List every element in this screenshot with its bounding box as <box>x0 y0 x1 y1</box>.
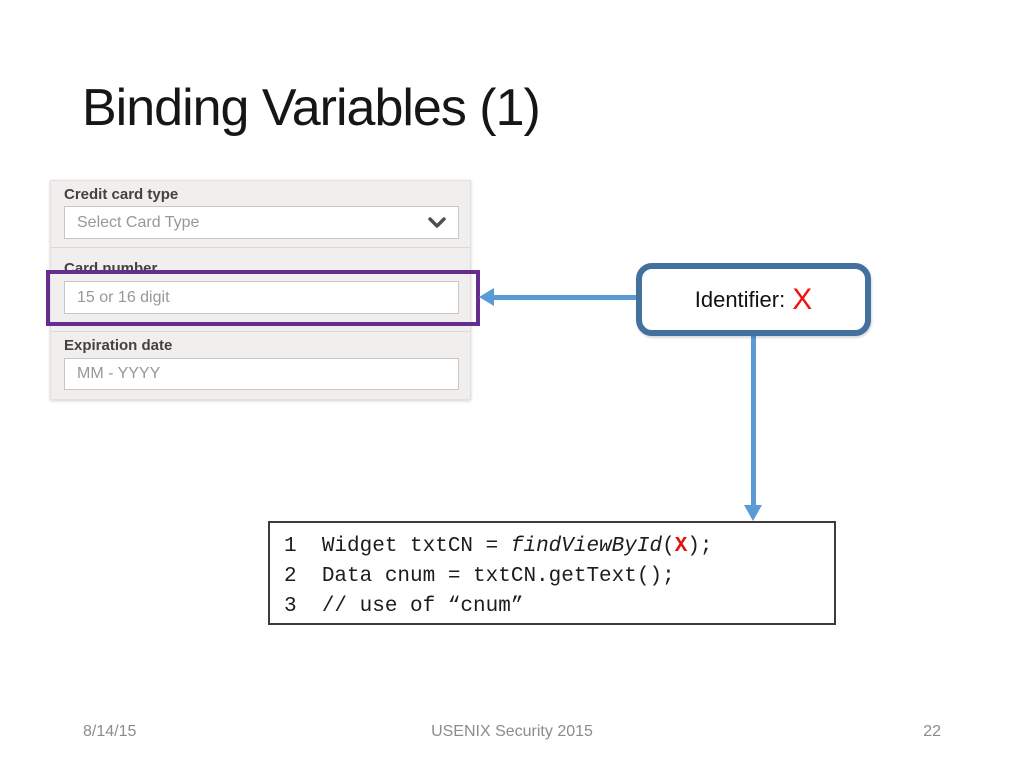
card-number-input[interactable] <box>64 281 459 314</box>
expiration-date-label: Expiration date <box>64 337 173 354</box>
arrow-to-field-head-icon <box>479 288 494 306</box>
highlight-box <box>46 270 480 326</box>
line-number: 3 <box>284 595 297 618</box>
page-title: Binding Variables (1) <box>82 79 541 137</box>
code-line-3: 3 // use of “cnum” <box>284 595 524 618</box>
identifier-variable: X <box>792 282 813 316</box>
line-number: 1 <box>284 535 297 558</box>
footer-event: USENIX Security 2015 <box>431 723 593 740</box>
card-type-select[interactable]: Select Card Type <box>64 206 459 239</box>
chevron-down-icon <box>428 216 446 229</box>
arrow-to-field <box>493 295 639 300</box>
findviewbyid-call: findViewById <box>510 535 663 558</box>
identifier-label: Identifier: <box>694 286 786 312</box>
footer-date: 8/14/15 <box>83 723 137 740</box>
expiration-date-input[interactable] <box>64 358 459 390</box>
code-line-1: 1 Widget txtCN = findViewById(X); <box>284 535 713 558</box>
card-type-select-value: Select Card Type <box>77 213 200 231</box>
credit-card-type-label: Credit card type <box>64 186 179 203</box>
footer-page-number: 22 <box>923 723 941 740</box>
code-variable-x: X <box>674 535 688 558</box>
code-line-2: 2 Data cnum = txtCN.getText(); <box>284 565 675 588</box>
section-divider <box>51 247 470 248</box>
credit-card-form-screenshot: Credit card type Select Card Type Card n… <box>50 180 471 400</box>
identifier-callout: Identifier: X <box>636 263 871 336</box>
section-divider <box>51 331 470 332</box>
line-number: 2 <box>284 565 297 588</box>
arrow-to-code <box>751 336 756 507</box>
code-box: 1 Widget txtCN = findViewById(X); 2 Data… <box>268 521 836 625</box>
arrow-to-code-head-icon <box>744 505 762 521</box>
